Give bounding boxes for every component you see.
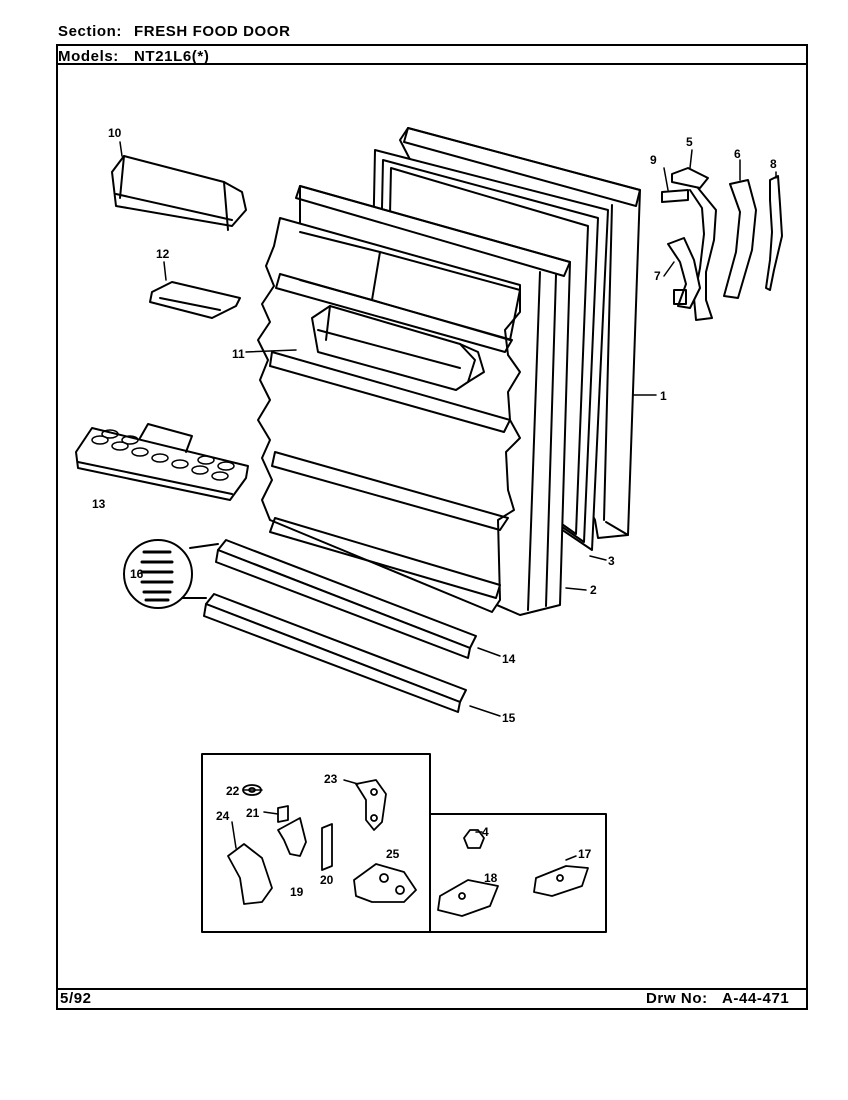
callout-20: 20 — [320, 873, 334, 887]
callout-5: 5 — [686, 135, 693, 149]
callout-16: 16 — [130, 567, 144, 581]
callout-10: 10 — [108, 126, 122, 140]
hinge-block — [227, 843, 273, 905]
door-clip-left — [437, 879, 499, 917]
door-stop — [463, 829, 485, 849]
callout-12: 12 — [156, 247, 170, 261]
door-handle — [723, 179, 757, 299]
drawing-label: Drw No: — [646, 990, 708, 1007]
dairy-compartment — [111, 155, 247, 231]
callout-23: 23 — [324, 772, 338, 786]
callout-25: 25 — [386, 847, 400, 861]
footer-divider — [58, 988, 806, 990]
hinge-bushing — [277, 805, 289, 823]
callout-4: 4 — [482, 825, 489, 839]
callout-19: 19 — [290, 885, 304, 899]
hinge-detail-box — [201, 753, 431, 933]
magnet-coil-detail — [123, 539, 193, 609]
door-liner-shelves — [257, 217, 521, 613]
callout-11: 11 — [232, 347, 245, 361]
hinge-bracket — [277, 817, 307, 857]
hinge-spacer — [321, 823, 333, 871]
section-label: Section: — [58, 23, 122, 40]
callout-1: 1 — [660, 389, 667, 403]
callout-17: 17 — [578, 847, 592, 861]
callout-2: 2 — [590, 583, 597, 597]
callout-21: 21 — [246, 806, 260, 820]
magnet-strip-lower — [181, 593, 467, 713]
butter-tray — [149, 281, 241, 319]
door-hinge-bracket — [671, 167, 717, 321]
section-value: FRESH FOOD DOOR — [134, 23, 291, 40]
callout-18: 18 — [484, 871, 498, 885]
magnet-strip — [189, 539, 477, 659]
callout-6: 6 — [734, 147, 741, 161]
door-handle-left — [667, 237, 701, 309]
footer-date: 5/92 — [60, 990, 92, 1007]
egg-tray — [75, 423, 249, 501]
callout-14: 14 — [502, 652, 516, 666]
callout-24: 24 — [216, 809, 230, 823]
callout-15: 15 — [502, 711, 516, 725]
models-value: NT21L6(*) — [134, 48, 210, 65]
diagram-frame — [56, 44, 808, 1010]
hinge-pin — [661, 189, 689, 203]
header-divider — [58, 63, 806, 65]
hinge-base — [353, 863, 417, 903]
callout-3: 3 — [608, 554, 615, 568]
door-shelf-bar — [311, 305, 485, 391]
fastener-detail-box — [429, 813, 607, 933]
callout-9: 9 — [650, 153, 657, 167]
callout-13: 13 — [92, 497, 106, 511]
callout-22: 22 — [226, 784, 240, 798]
drawing-number: A-44-471 — [722, 990, 790, 1007]
hinge-plate — [355, 779, 387, 831]
callout-7: 7 — [654, 269, 661, 283]
models-label: Models: — [58, 48, 119, 65]
handle-trim — [765, 175, 783, 291]
callout-8: 8 — [770, 157, 777, 171]
